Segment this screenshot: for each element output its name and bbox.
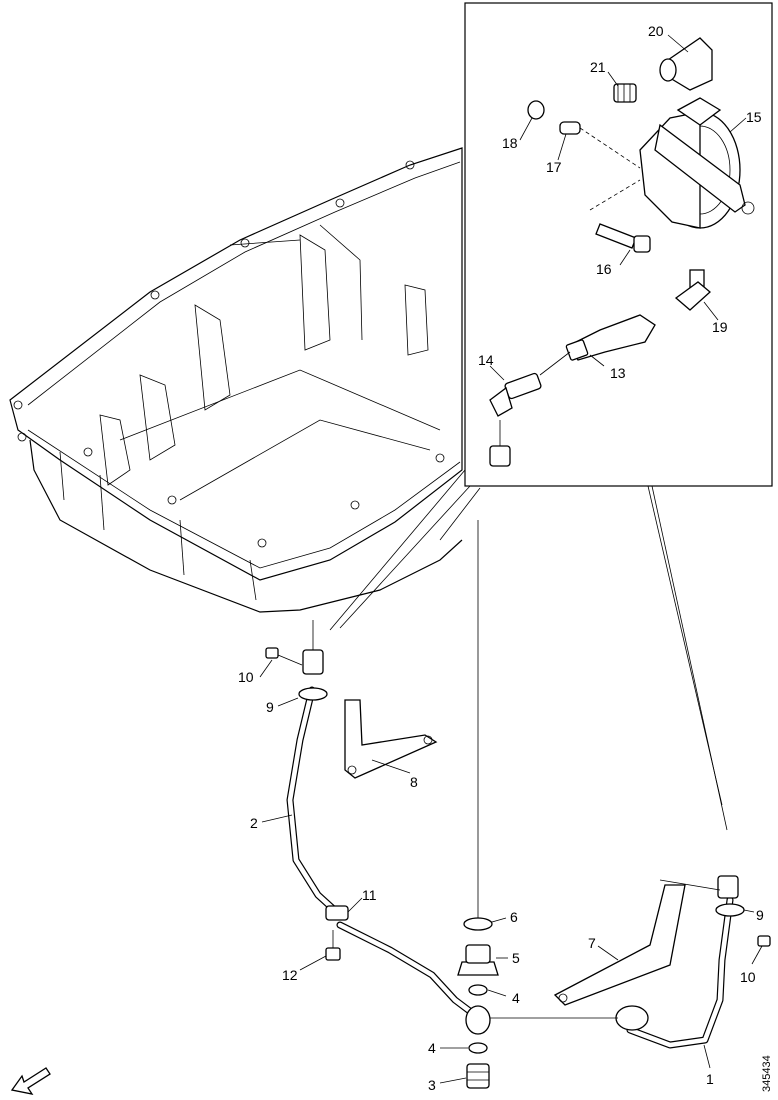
fitting-19 xyxy=(674,269,711,311)
direction-arrow-icon xyxy=(10,1067,51,1095)
connector-13 xyxy=(539,314,656,376)
callout-17: 17 xyxy=(546,159,562,175)
washer-18 xyxy=(527,100,545,120)
leader-lines xyxy=(259,34,763,1084)
callout-16: 16 xyxy=(596,261,612,277)
oil-pan xyxy=(9,147,463,613)
fitting-14 xyxy=(489,372,542,467)
callout-15: 15 xyxy=(746,109,762,125)
bolt-16 xyxy=(589,179,651,253)
callout-6: 6 xyxy=(510,909,518,925)
callout-8: 8 xyxy=(410,774,418,790)
callout-18: 18 xyxy=(502,135,518,151)
detail-inset xyxy=(329,2,773,831)
callout-4-upper: 4 xyxy=(512,990,520,1006)
document-id: 345434 xyxy=(761,1055,773,1092)
callout-5: 5 xyxy=(512,950,520,966)
callout-11: 11 xyxy=(362,887,377,903)
callout-2: 2 xyxy=(250,815,258,831)
housing-15 xyxy=(639,111,755,229)
pipe-assembly xyxy=(10,520,771,1095)
callout-19: 19 xyxy=(712,319,728,335)
callout-21: 21 xyxy=(590,59,606,75)
plug-21 xyxy=(613,83,637,103)
callout-9-right: 9 xyxy=(756,907,764,923)
callouts: 1 2 3 4 4 5 6 7 8 9 9 10 10 11 12 13 14 … xyxy=(238,23,773,1093)
callout-7: 7 xyxy=(588,935,596,951)
callout-1: 1 xyxy=(706,1071,714,1087)
sleeve-17 xyxy=(559,121,581,135)
callout-12: 12 xyxy=(282,967,298,983)
callout-10-left: 10 xyxy=(238,669,254,685)
callout-20: 20 xyxy=(648,23,664,39)
callout-14: 14 xyxy=(478,352,494,368)
callout-13: 13 xyxy=(610,365,626,381)
callout-3: 3 xyxy=(428,1077,436,1093)
callout-9-left: 9 xyxy=(266,699,274,715)
callout-4-lower: 4 xyxy=(428,1040,436,1056)
elbow-20 xyxy=(659,37,722,126)
callout-10-right: 10 xyxy=(740,969,756,985)
